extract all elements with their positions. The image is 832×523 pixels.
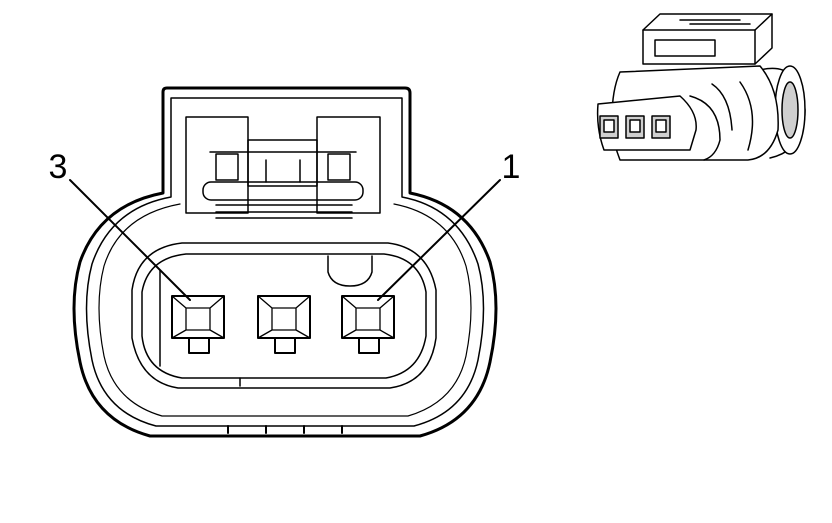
- callout-leader-3: [69, 179, 191, 301]
- locking-latch: [185, 116, 381, 219]
- terminal-pin-3: [171, 295, 225, 354]
- terminal-cavity: [131, 242, 437, 389]
- terminal-pin-2: [257, 295, 311, 354]
- callout-leader-1: [377, 179, 501, 301]
- callout-label-3: 3: [49, 148, 68, 186]
- callout-label-1: 1: [502, 148, 521, 186]
- housing-rib-marks: [227, 425, 343, 434]
- terminal-pin-1: [341, 295, 395, 354]
- housing-outline: [72, 86, 498, 438]
- connector-iso-view: [596, 13, 806, 161]
